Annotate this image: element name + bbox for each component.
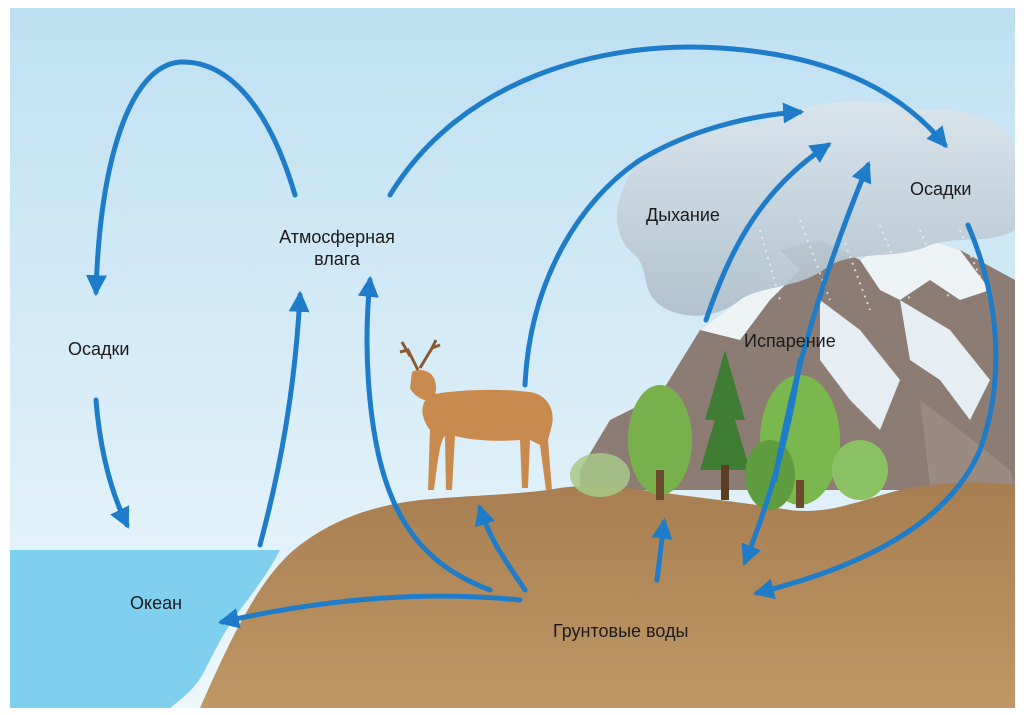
label-ocean: Океан	[130, 592, 182, 614]
label-evaporation: Испарение	[744, 330, 836, 352]
label-precipitation-right: Осадки	[910, 178, 971, 200]
label-atmospheric-moisture-line1: Атмосферная	[262, 226, 412, 248]
label-atmospheric-moisture: Атмосферная влага	[262, 226, 412, 270]
label-precipitation-left: Осадки	[68, 338, 129, 360]
label-respiration: Дыхание	[646, 204, 720, 226]
label-atmospheric-moisture-line2: влага	[262, 248, 412, 270]
label-groundwater: Грунтовые воды	[553, 620, 688, 642]
